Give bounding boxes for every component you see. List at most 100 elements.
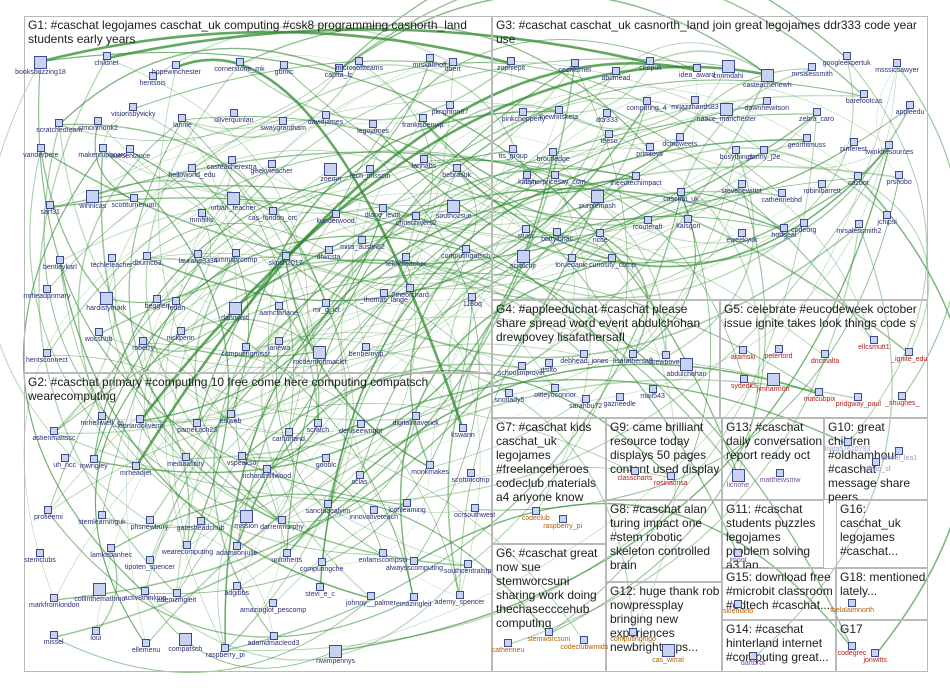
node-lconleaming[interactable]: lconleaming <box>387 499 427 515</box>
node--shughes-[interactable]: _shughes_ <box>882 391 922 408</box>
node-computinghigo[interactable]: computinghigo <box>610 627 656 644</box>
node-mmhills[interactable]: mmhills <box>182 209 222 225</box>
node--thomas-lange[interactable]: _thomas_lange <box>360 288 408 305</box>
node-mail543[interactable]: mail543 <box>633 385 673 401</box>
node-bettylbhac[interactable]: bettylbhac <box>537 227 577 244</box>
node-matthewsmw[interactable]: matthewsmw <box>760 469 800 485</box>
node-caschat-uk[interactable]: caschat_uk <box>661 188 701 204</box>
node-rcouteraft[interactable]: rcouteraft <box>628 216 668 232</box>
node-lannie[interactable]: lannie <box>162 113 202 130</box>
node-mwrigley[interactable]: mwrigley <box>74 455 114 471</box>
node-tts-group[interactable]: tts_group <box>493 144 533 161</box>
node-swaygrantham[interactable]: swaygrantham <box>260 116 306 133</box>
node-codegrec[interactable]: codegrec <box>832 642 872 658</box>
node-mberry[interactable]: mberry <box>123 337 163 353</box>
node-wocshub[interactable]: wocshub <box>79 328 119 344</box>
node-eweekyuk[interactable]: eweekyuk <box>722 228 762 245</box>
node-lolita57610793[interactable]: lolita57610793 <box>825 438 870 454</box>
node-zebra-caro[interactable]: zebra_caro <box>797 108 837 124</box>
node-frankisbenyip[interactable]: frankisbenyip <box>402 113 443 130</box>
node-licnohe[interactable]: licnohe <box>718 469 758 490</box>
node-jonwitts[interactable]: jonwitts <box>855 649 895 665</box>
node-daniel-lea1[interactable]: daniel_lea1 <box>879 446 919 463</box>
node-mrhelliwell-cs[interactable]: mrhelliwell_cs <box>80 412 124 428</box>
node-computing-4[interactable]: computing_4 <box>627 97 667 113</box>
node-mcdermottmaclct[interactable]: mcdermottmaclct <box>293 345 347 367</box>
node-diane-levitt[interactable]: diane_levitt <box>363 203 403 220</box>
node-mr-g-ict[interactable]: mr_g_ict <box>306 299 346 315</box>
node-gooblc[interactable]: gooblc <box>306 454 346 470</box>
node-techleteacher[interactable]: techleteacher <box>91 253 133 270</box>
node-mediaaficity[interactable]: mediaaficity <box>166 452 206 469</box>
node-capita-fc[interactable]: capita_fc <box>319 64 359 80</box>
node-peterford[interactable]: peterford <box>759 344 799 361</box>
node-collinthemathmo[interactable]: collinthemathmo <box>74 583 125 604</box>
node-ademzingleit[interactable]: ademzingleit <box>157 588 197 605</box>
node-fisherpricesay-com[interactable]: fisherpricesay_com <box>525 171 586 187</box>
node-richardmillwood[interactable]: richardmillwood <box>243 464 291 481</box>
node-helloworld-edu[interactable]: helloworld_edu <box>168 163 216 180</box>
node-debhead-jones[interactable]: debhead_jones <box>560 349 608 366</box>
node-hentsois[interactable]: hentsois <box>133 71 173 88</box>
node-urban-teacher[interactable]: urban_teacher <box>211 192 256 213</box>
node-codeclub[interactable]: codeclub <box>516 507 556 523</box>
node-casteacherextra[interactable]: casteacherextra <box>207 156 257 172</box>
node-darrenmurphy[interactable]: darrenmurphy <box>260 515 304 532</box>
node-unlotherts[interactable]: unlotherts <box>267 548 307 565</box>
node-codeclubwmids[interactable]: codeclubwmids <box>560 636 608 652</box>
node-stevehewittct[interactable]: stevehewittct <box>721 180 762 196</box>
node-ddr333[interactable]: ddr333 <box>587 109 627 125</box>
node-cezhturnel[interactable]: cezhturnel <box>555 58 595 75</box>
node-theedtechimpact[interactable]: theedtechimpact <box>610 171 662 188</box>
node-teknoteacher[interactable]: teknoteacher <box>386 253 426 269</box>
node-mrheadprimary[interactable]: mrheadprimary <box>23 284 70 301</box>
node-markfromlondon[interactable]: markfromlondon <box>29 593 80 610</box>
node-leonardoliverrc[interactable]: leonardoliverrc <box>117 414 163 431</box>
node--ignite-edu[interactable]: _ignite_edu <box>889 347 929 364</box>
node-purplemash[interactable]: purplemash <box>577 189 617 211</box>
node-dncmalta[interactable]: dncmalta <box>805 350 845 366</box>
node-georffitmuss[interactable]: georffitmuss <box>787 133 827 150</box>
node-nwimpennys[interactable]: nwimpennys <box>316 645 356 666</box>
node-chrischivers2[interactable]: chrischivers2 <box>396 211 437 228</box>
node-cazbot[interactable]: cazbot <box>838 171 878 188</box>
node-enfamscompsci[interactable]: enfamscompsci <box>359 549 407 565</box>
node-casteachenewh[interactable]: casteachenewh <box>743 68 792 90</box>
node-118bq[interactable]: 118bq <box>452 292 492 309</box>
node-kalsgon[interactable]: kalsgon <box>668 215 708 231</box>
node-hardistymark[interactable]: hardistymark <box>86 292 126 313</box>
node-matcubpix[interactable]: matcubpix <box>799 388 839 404</box>
node-computingmissr[interactable]: computingmissr <box>221 343 270 359</box>
node-curiosity-comp[interactable]: curiosity_comp <box>589 254 636 270</box>
node-dcmitweets[interactable]: dcmitweets <box>660 132 700 149</box>
node-uh-ncc[interactable]: uh_ncc <box>45 453 85 470</box>
node-laurahe3334[interactable]: laurahe3334 <box>178 249 218 266</box>
node-booksbuzzing18[interactable]: booksbuzzing18 <box>15 55 66 77</box>
node-simonmonk2[interactable]: simonmonk2 <box>78 117 118 133</box>
node-mrsalessmith[interactable]: mrsalessmith <box>792 62 833 79</box>
node-ademy-spencer[interactable]: ademy_spencer <box>435 590 484 607</box>
node-gazneedle[interactable]: gazneedle <box>600 393 640 409</box>
node-makercupboard[interactable]: makercupboard <box>78 144 127 160</box>
node-thelalaimnorth[interactable]: thelalaimnorth <box>830 599 874 615</box>
node-missel[interactable]: missel <box>34 631 74 647</box>
node-vspeakso[interactable]: vspeakso <box>222 452 262 468</box>
node-pkrighton67[interactable]: pkrighton67 <box>430 101 470 117</box>
node-rosinacrisa[interactable]: rosinacrisa <box>651 471 691 488</box>
node-ncce[interactable]: ncce <box>580 228 620 245</box>
node-activ8thinking[interactable]: activ8thinking <box>124 587 166 603</box>
node-scottmcomp[interactable]: scottmcomp <box>451 469 491 485</box>
node-loruedanic[interactable]: loruedanic <box>552 253 592 270</box>
node-stemlearninguk[interactable]: stemlearninguk <box>78 511 126 527</box>
node-adgibbs[interactable]: adgibbs <box>217 582 257 598</box>
node-amazinglot-pescomp[interactable]: amazinglot_pescomp <box>240 598 306 615</box>
node-cnnmdahi[interactable]: cnnmdahi <box>708 60 748 81</box>
node-profieemi[interactable]: profieemi <box>28 506 68 522</box>
node-fedan[interactable]: fedan <box>156 297 196 313</box>
node-sarf31[interactable]: sarf31 <box>30 201 70 217</box>
node-katlyn[interactable]: katlyn <box>507 171 547 187</box>
node-robinlbarrett[interactable]: robinlbarrett <box>802 180 842 196</box>
node-computingatsch[interactable]: computingatsch <box>441 244 490 261</box>
node-primtoys[interactable]: primtoys <box>630 143 670 159</box>
node-ottleyoconnor[interactable]: ottleyoconnor <box>534 384 576 400</box>
